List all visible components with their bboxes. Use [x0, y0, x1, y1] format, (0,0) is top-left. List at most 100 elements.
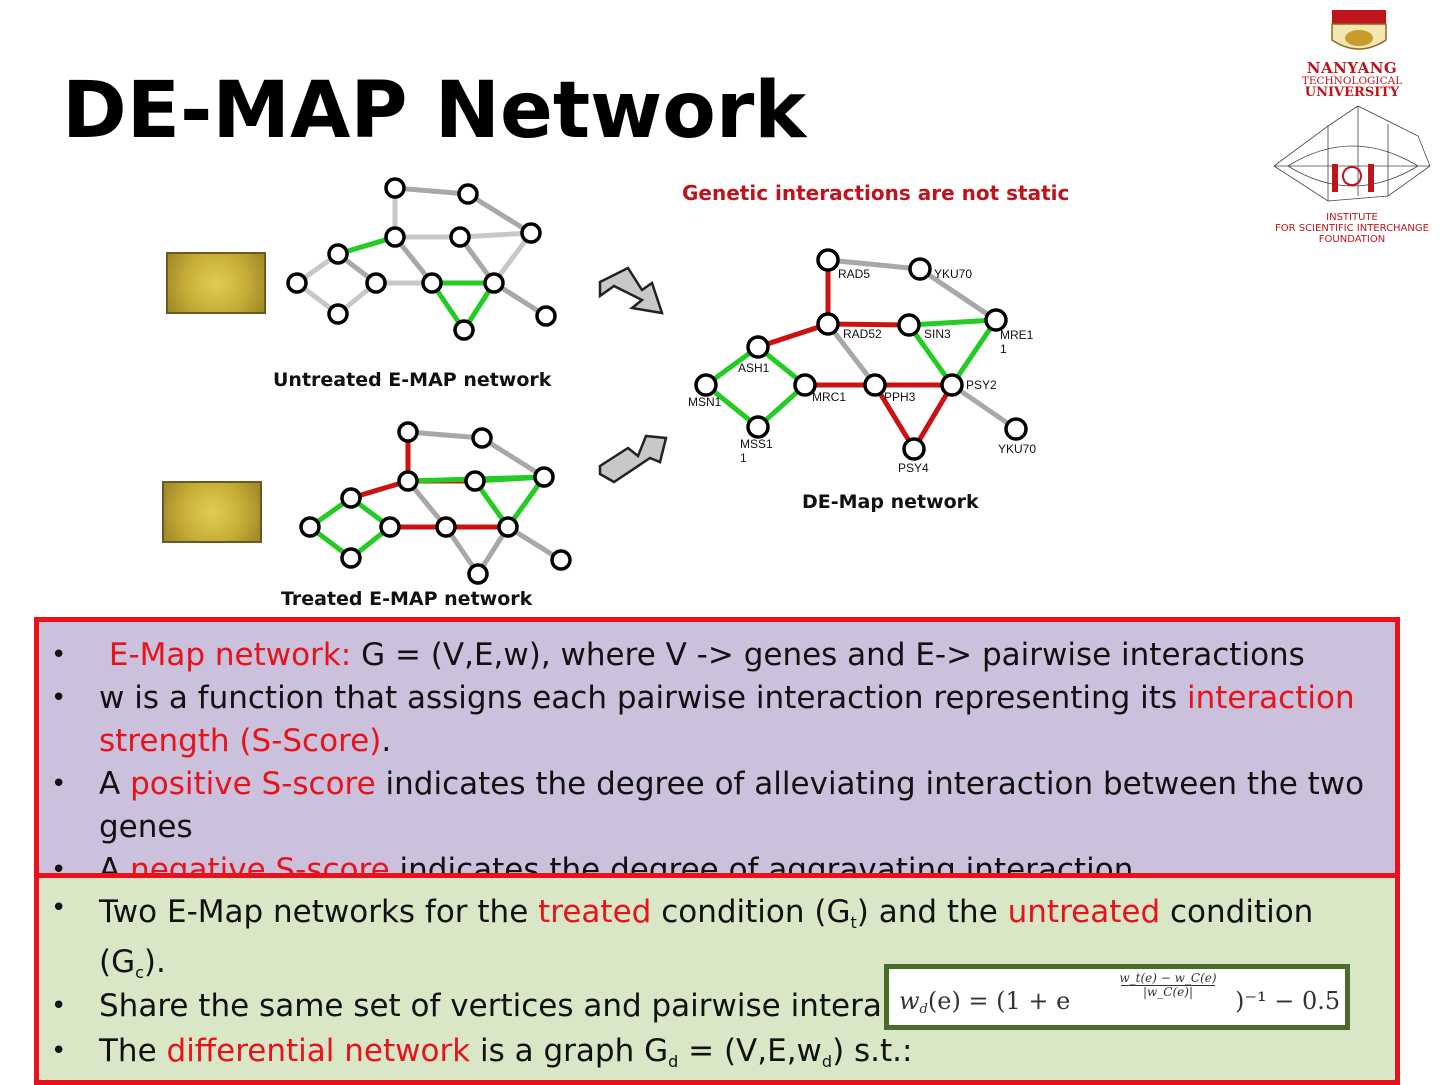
- node-rad52: [816, 312, 840, 336]
- node: [435, 516, 457, 538]
- bullet-icon: •: [51, 640, 67, 670]
- slide-title: DE-MAP Network: [62, 66, 807, 156]
- node-label: MRC1: [812, 390, 847, 404]
- node-ash1: [746, 335, 770, 359]
- formula-exponent: w_t(e) − w_C(e) |w_C(e)|: [1093, 972, 1243, 999]
- node-label: RAD52: [843, 327, 882, 341]
- formula-box: wd(e) = (1 + e w_t(e) − w_C(e) |w_C(e)| …: [884, 964, 1350, 1030]
- bullet-text: condition (G: [99, 894, 1314, 980]
- bullet-text: condition (G: [651, 894, 851, 930]
- node-yku70: [908, 257, 932, 281]
- figure-subtitle: Genetic interactions are not static: [682, 181, 1070, 205]
- node-mrc1: [793, 373, 817, 397]
- highlight-text: E-Map network:: [108, 637, 352, 673]
- bullet-text: ) s.t.:: [832, 1033, 913, 1069]
- node-rad5: [816, 248, 840, 272]
- microarray-chip-image: [162, 481, 262, 543]
- definition-box: • E-Map network: G = (V,E,w), where V ->…: [34, 617, 1400, 879]
- node: [453, 319, 475, 341]
- bullet-icon: •: [51, 893, 67, 923]
- untreated-network-label: Untreated E-MAP network: [273, 369, 552, 391]
- node: [340, 547, 362, 569]
- node: [299, 516, 321, 538]
- microarray-chip-image: [166, 252, 266, 314]
- node: [457, 183, 479, 205]
- bullet-negative-score: A negative S-score indicates the degree …: [99, 849, 1389, 879]
- node: [397, 470, 419, 492]
- bullet-emap-definition: E-Map network: G = (V,E,w), where V -> g…: [99, 634, 1389, 677]
- formula-denominator: |w_C(e)|: [1121, 985, 1215, 999]
- node: [464, 470, 486, 492]
- bullet-text: .: [381, 723, 392, 759]
- edge: [949, 317, 999, 388]
- node: [483, 272, 505, 294]
- university-logo: NANYANG TECHNOLOGICAL UNIVERSITY INSTITU…: [1268, 6, 1436, 245]
- bullet-differential-network: The differential network is a graph Gd =…: [99, 1030, 1389, 1073]
- node: [397, 421, 419, 443]
- edge: [949, 382, 1019, 432]
- bullet-w-function: w is a function that assigns each pairwi…: [99, 677, 1389, 763]
- arrow-icon: [598, 266, 664, 315]
- bullet-two-networks: Two E-Map networks for the treated condi…: [99, 887, 1389, 987]
- node: [379, 516, 401, 538]
- edge: [755, 321, 831, 350]
- node-yku70-bottom: [1004, 417, 1028, 441]
- bullet-icon: •: [51, 769, 67, 799]
- bullet-text: ) and the: [856, 894, 1008, 930]
- edge: [825, 321, 912, 328]
- node-pph3: [863, 373, 887, 397]
- node-label: SIN3: [924, 327, 951, 341]
- logo-line: INSTITUTE: [1326, 212, 1378, 223]
- node: [550, 549, 572, 571]
- highlight-text: treated: [538, 894, 652, 930]
- node: [471, 427, 493, 449]
- node: [449, 226, 471, 248]
- node-label: ASH1: [738, 361, 770, 375]
- node-label: MRE1 1: [1000, 328, 1034, 356]
- node: [340, 487, 362, 509]
- edge: [917, 266, 999, 323]
- subscript: d: [668, 1052, 679, 1071]
- bullet-text: ).: [143, 944, 166, 980]
- node-mre11: [984, 308, 1008, 332]
- bullet-text: A: [99, 766, 131, 802]
- bullet-text: w is a function that assigns each pairwi…: [99, 680, 1187, 716]
- node-label: MSN1: [688, 395, 722, 409]
- bullet-text: = (V,E,w: [678, 1033, 822, 1069]
- node: [535, 305, 557, 327]
- node: [384, 226, 406, 248]
- bullet-icon: •: [51, 991, 67, 1021]
- edge: [911, 382, 955, 452]
- formula-lhs: w: [899, 987, 920, 1015]
- edge: [457, 230, 534, 240]
- node: [520, 222, 542, 244]
- edge: [825, 257, 923, 272]
- node-label: RAD5: [838, 267, 871, 281]
- bullet-icon: •: [51, 683, 67, 713]
- node-mss11: [746, 415, 770, 439]
- logo-line: FOUNDATION: [1318, 234, 1386, 245]
- formula-base: (e) = (1 + e: [927, 987, 1071, 1015]
- node-label: YKU70: [998, 442, 1037, 456]
- logo-line: TECHNOLOGICAL: [1301, 75, 1403, 87]
- bullet-icon: •: [51, 1036, 67, 1066]
- bullet-text: A: [99, 852, 131, 879]
- edge: [825, 321, 878, 388]
- highlight-text: untreated: [1007, 894, 1161, 930]
- network-diagram: [286, 177, 1028, 585]
- crest-icon: [1273, 10, 1431, 202]
- logo-line: UNIVERSITY: [1304, 85, 1400, 100]
- logo-line: FOR SCIENTIFIC INTERCHANGE: [1275, 223, 1429, 234]
- bullet-text: G = (V,E,w), where V -> genes and E-> pa…: [351, 637, 1305, 673]
- node-label: MSS1 1: [740, 437, 773, 465]
- bullet-text: is a graph G: [470, 1033, 669, 1069]
- node-msn1: [694, 373, 718, 397]
- subscript: d: [821, 1052, 833, 1071]
- formula-numerator: w_t(e) − w_C(e): [1119, 971, 1217, 985]
- bullet-icon: •: [51, 855, 67, 879]
- node: [467, 563, 489, 585]
- treated-network-label: Treated E-MAP network: [281, 588, 533, 610]
- bullet-text: indicates the degree of alleviating inte…: [99, 766, 1365, 845]
- edge: [872, 382, 917, 452]
- highlight-text: interaction strength (S-Score): [99, 680, 1355, 759]
